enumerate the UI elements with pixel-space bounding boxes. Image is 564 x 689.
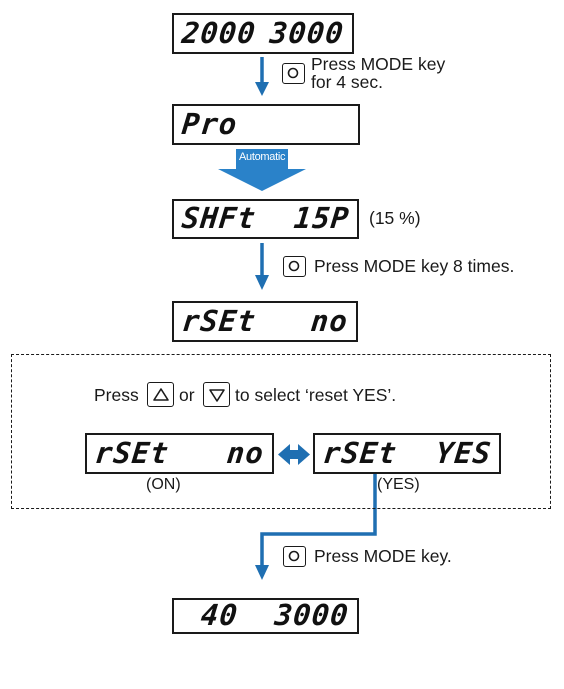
display-option-yes: rSEt YES <box>313 433 501 474</box>
step2-instruction: Press MODE key 8 times. <box>314 256 515 276</box>
step1-line2: for 4 sec. <box>311 72 383 93</box>
automatic-label: Automatic <box>239 151 286 163</box>
step1-instruction: Press MODE key for 4 sec. <box>311 55 445 92</box>
up-arrow-key-icon <box>147 382 174 407</box>
mode-key-icon <box>283 546 306 567</box>
selection-box <box>11 354 551 509</box>
display-option-no: rSEt no <box>85 433 274 474</box>
display-initial: 2000 3000 <box>172 13 354 54</box>
select-rest-text: to select ‘reset YES’. <box>235 385 397 405</box>
display-option-yes-right: YES <box>433 435 493 470</box>
display-initial-right: 3000 <box>268 15 346 50</box>
select-press-text: Press <box>94 385 139 405</box>
display-shift-right: 15P <box>291 200 351 235</box>
display-shift: SHFt 15P <box>172 199 359 239</box>
down-arrow-2 <box>255 243 269 290</box>
display-option-yes-left: rSEt <box>321 435 399 470</box>
display-reset-no: rSEt no <box>172 301 358 342</box>
display-option-no-right: no <box>225 435 266 470</box>
display-option-no-label: (ON) <box>146 476 181 493</box>
display-shift-left: SHFt <box>180 200 258 235</box>
display-option-no-left: rSEt <box>93 435 171 470</box>
double-headed-arrow-icon <box>278 444 310 465</box>
automatic-arrow <box>218 149 306 191</box>
display-final: 40 3000 <box>172 598 359 634</box>
display-shift-note: (15 %) <box>369 208 421 228</box>
down-arrow-1 <box>255 57 269 96</box>
connector-arrow <box>255 472 377 580</box>
flow-arrows <box>218 57 377 580</box>
mode-key-icon <box>283 256 306 277</box>
display-pro: Pro <box>172 104 360 145</box>
down-arrow-key-icon <box>203 382 230 407</box>
display-pro-left: Pro <box>180 106 240 141</box>
mode-key-icon <box>282 63 305 84</box>
step3-instruction: Press MODE key. <box>314 546 452 566</box>
display-reset-no-right: no <box>309 303 350 338</box>
display-initial-left: 2000 <box>180 15 258 50</box>
display-reset-no-left: rSEt <box>180 303 258 338</box>
select-or-text: or <box>179 385 195 405</box>
display-final-right: 40 3000 <box>199 597 351 632</box>
display-option-yes-label: (YES) <box>377 476 420 493</box>
step1-line1: Press MODE key <box>311 54 446 74</box>
